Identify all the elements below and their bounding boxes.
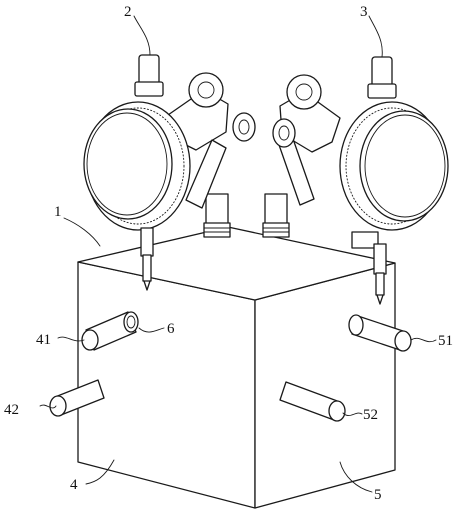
front-pins bbox=[49, 311, 412, 422]
label-2: 2 bbox=[124, 4, 132, 20]
leader-lines bbox=[39, 15, 437, 493]
label-3: 3 bbox=[360, 4, 368, 20]
pin-52 bbox=[279, 381, 346, 422]
label-41: 41 bbox=[36, 332, 51, 348]
pin-42 bbox=[49, 379, 105, 417]
label-52: 52 bbox=[363, 407, 378, 423]
right-knob bbox=[286, 74, 322, 110]
pin-41-socket bbox=[123, 311, 139, 333]
left-dial-face bbox=[83, 108, 173, 220]
label-1: 1 bbox=[54, 204, 62, 220]
label-5: 5 bbox=[374, 487, 382, 503]
label-51: 51 bbox=[438, 333, 453, 349]
left-dial-indicator bbox=[83, 54, 256, 291]
center-posts bbox=[203, 193, 290, 238]
right-dial-face bbox=[359, 110, 449, 222]
right-dial-stem bbox=[371, 56, 393, 88]
left-dial-stem bbox=[138, 54, 160, 86]
label-42: 42 bbox=[4, 402, 19, 418]
left-knob bbox=[188, 72, 224, 108]
label-4: 4 bbox=[70, 477, 78, 493]
right-dial-indicator bbox=[272, 56, 449, 305]
pin-51 bbox=[348, 314, 412, 352]
right-face bbox=[254, 262, 396, 509]
pin-41 bbox=[81, 311, 139, 351]
main-block bbox=[77, 226, 396, 509]
left-face bbox=[77, 261, 256, 509]
top-face bbox=[77, 226, 396, 301]
labels: 2 3 1 41 6 51 42 52 4 5 bbox=[4, 4, 453, 503]
label-6: 6 bbox=[167, 321, 175, 337]
